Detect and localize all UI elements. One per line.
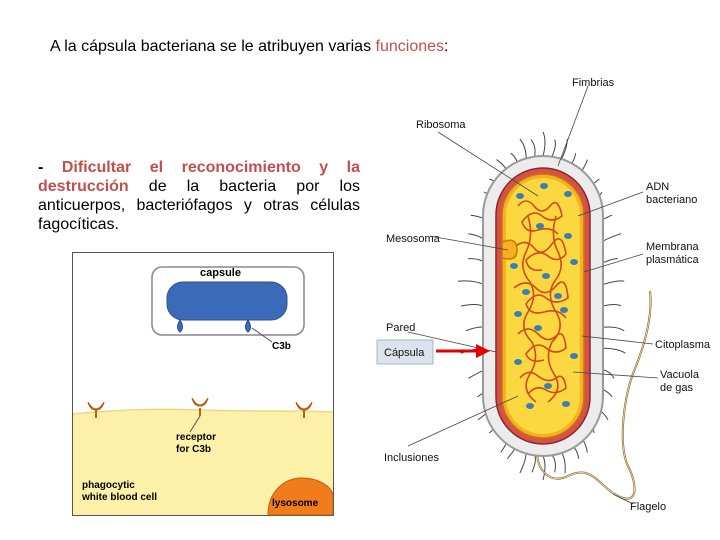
receptor-label-line: receptor (176, 432, 216, 443)
ribosome (560, 307, 568, 313)
ribosome (526, 403, 534, 409)
label-membrana: Membrana plasmática (646, 241, 702, 266)
ribosome (522, 289, 530, 295)
label-ribosoma: Ribosoma (416, 119, 466, 131)
label-fimbrias: Fimbrias (572, 77, 615, 89)
ribosome (570, 259, 578, 265)
ribosome (564, 191, 572, 197)
fimbria (602, 281, 624, 285)
fimbria (552, 140, 556, 158)
fimbria (458, 281, 484, 285)
cell-label-line: phagocytic (82, 480, 135, 491)
fimbria (543, 456, 545, 480)
paragraph-highlight-1: Dificultar el reconocimiento y la (62, 159, 360, 176)
label-vacuola-line: Vacuola (660, 369, 700, 381)
label-mesosoma: Mesosoma (386, 233, 441, 245)
fimbria (603, 305, 621, 307)
fimbria (552, 455, 556, 473)
label-flagelo: Flagelo (630, 501, 666, 513)
cell-label-line: white blood cell (81, 492, 157, 503)
ribosome (514, 311, 522, 317)
phagocytosis-diagram: capsule C3b receptor for C3b phagocytic … (72, 252, 334, 516)
function-paragraph: - Dificultar el reconocimiento y la dest… (38, 158, 360, 234)
label-adn-line: ADN (646, 181, 669, 193)
ribosome (554, 293, 562, 299)
fimbria (532, 455, 536, 473)
receptor-label-line: for C3b (176, 444, 211, 455)
lysosome-label: lysosome (272, 498, 319, 509)
label-citoplasma: Citoplasma (655, 339, 711, 351)
title-highlight: funciones (376, 38, 445, 55)
paragraph-highlight-2: destrucción (38, 178, 129, 195)
fimbria (601, 348, 626, 353)
title-prefix: A la cápsula bacteriana se le atribuyen … (50, 38, 376, 55)
label-capsula: Cápsula (384, 347, 425, 359)
label-vacuola: Vacuola de gas (660, 369, 702, 394)
fimbria (531, 140, 535, 158)
ribosome (514, 359, 522, 365)
label-inclusiones: Inclusiones (384, 452, 440, 464)
bullet-dash: - (38, 159, 62, 176)
fimbria (461, 305, 483, 307)
bacterium-body (167, 282, 287, 320)
ribosome (544, 383, 552, 389)
label-membrana-line: plasmática (646, 254, 699, 266)
title-suffix: : (444, 38, 448, 55)
label-membrana-line: Membrana (646, 241, 699, 253)
ribosome (510, 263, 518, 269)
bacterium-anatomy-diagram: Fimbrias Ribosoma ADN bacteriano Mesosom… (368, 66, 718, 526)
ribosome (540, 183, 548, 189)
fimbria (602, 327, 624, 331)
ribosome (534, 325, 542, 331)
capsule-label: capsule (200, 267, 241, 279)
label-pared: Pared (386, 322, 415, 334)
c3b-label: C3b (272, 341, 291, 352)
ribosome (564, 233, 572, 239)
ribosome (562, 401, 570, 407)
slide-title: A la cápsula bacteriana se le atribuyen … (50, 38, 448, 56)
label-vacuola-line: de gas (660, 382, 694, 394)
ribosome (570, 353, 578, 359)
fimbria (466, 327, 484, 331)
label-adn-line: bacteriano (646, 194, 697, 206)
fimbria (543, 132, 545, 156)
ribosome (542, 273, 550, 279)
ribosome (516, 193, 524, 199)
label-adn: ADN bacteriano (646, 181, 697, 206)
ribosome (536, 223, 544, 229)
